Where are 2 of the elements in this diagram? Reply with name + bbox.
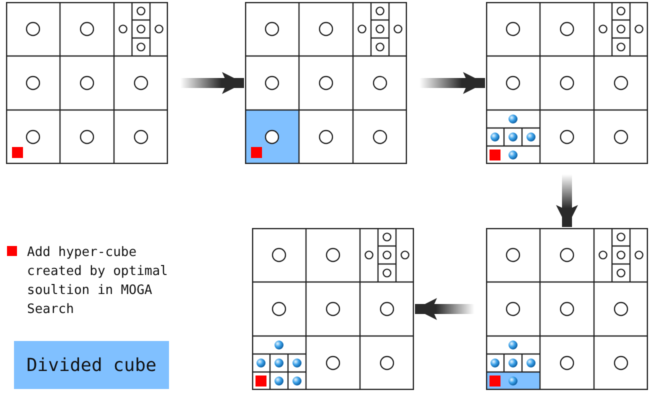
legend-text: Divided cube	[26, 354, 157, 376]
legend-text: Add hyper-cube created by optimal soultion in MOGA Search	[27, 244, 169, 319]
